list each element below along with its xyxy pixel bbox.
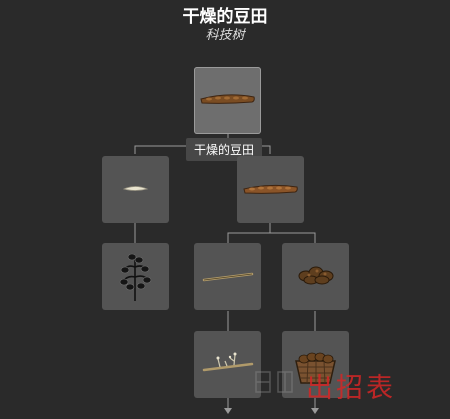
twig-sprouts-icon [202, 352, 254, 372]
node-tooltip: 干燥的豆田 [186, 138, 263, 161]
page-title: 干燥的豆田 [182, 7, 268, 27]
bean-pile-icon [298, 266, 334, 285]
connector-pod-to-children [227, 232, 316, 243]
seed-icon [122, 186, 149, 191]
arrow-down-icon [311, 408, 319, 414]
watermark-text: 出招表 [306, 373, 396, 404]
site-watermark: 出招表 [250, 362, 450, 404]
tech-node-bean-pod[interactable] [237, 156, 304, 223]
tech-node-twig-sprouts[interactable] [194, 331, 261, 398]
bean-pod-icon [243, 184, 298, 194]
tech-node-bean-basket[interactable] [282, 331, 349, 398]
twig-icon [202, 272, 254, 282]
tech-node-twig[interactable] [194, 243, 261, 310]
tech-node-bean-plant[interactable] [102, 243, 169, 310]
tech-node-dried-bean-pod[interactable] [194, 67, 261, 134]
bean-basket-icon [295, 352, 336, 384]
tech-node-seed[interactable] [102, 156, 169, 223]
watermark-logo [255, 371, 293, 393]
bean-plant-icon [119, 253, 152, 301]
arrow-down-icon [224, 408, 232, 414]
page-subtitle: 科技树 [205, 28, 245, 43]
tech-node-bean-pile[interactable] [282, 243, 349, 310]
dried-bean-pod-icon [200, 94, 255, 104]
